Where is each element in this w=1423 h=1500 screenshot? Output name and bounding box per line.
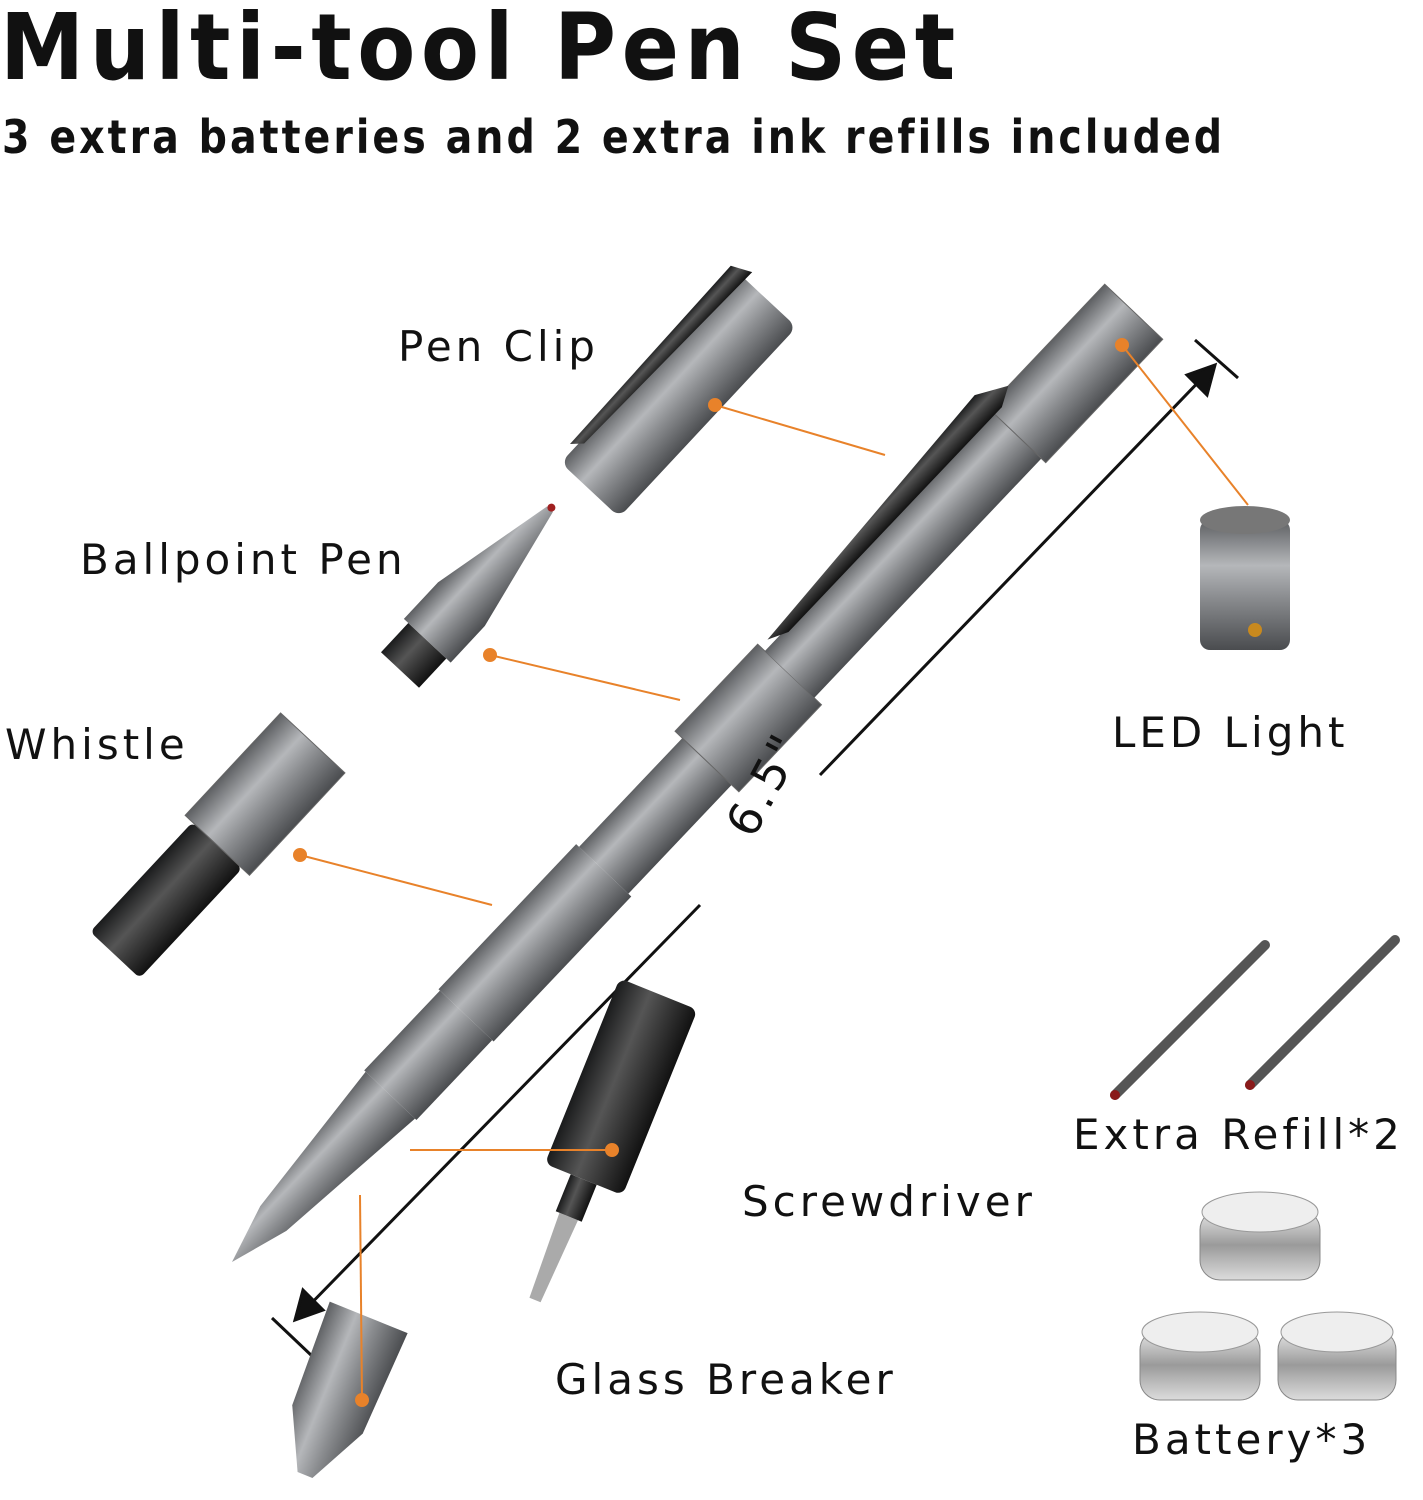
whistle-part [92,712,346,976]
page-subtitle: 3 extra batteries and 2 extra ink refill… [2,110,1226,164]
length-dimension [270,338,1239,1358]
screwdriver-part [529,980,696,1303]
leader-lines [293,338,1249,1407]
label-extra-refill: Extra Refill*2 [1073,1110,1404,1159]
ballpoint-part [380,503,556,688]
batteries [1139,1191,1397,1401]
pen-clip-part [564,265,793,514]
label-ballpoint-pen: Ballpoint Pen [80,535,407,584]
glass-breaker-part [292,1301,408,1478]
refills [1110,935,1400,1100]
label-led-light: LED Light [1112,708,1349,757]
label-screwdriver: Screwdriver [742,1177,1036,1226]
label-battery: Battery*3 [1132,1415,1372,1464]
label-pen-clip: Pen Clip [398,322,599,371]
label-glass-breaker: Glass Breaker [555,1355,897,1404]
led-light-part [1200,506,1290,650]
main-pen [232,283,1164,1262]
label-whistle: Whistle [5,720,189,769]
page-title: Multi-tool Pen Set [0,0,961,101]
